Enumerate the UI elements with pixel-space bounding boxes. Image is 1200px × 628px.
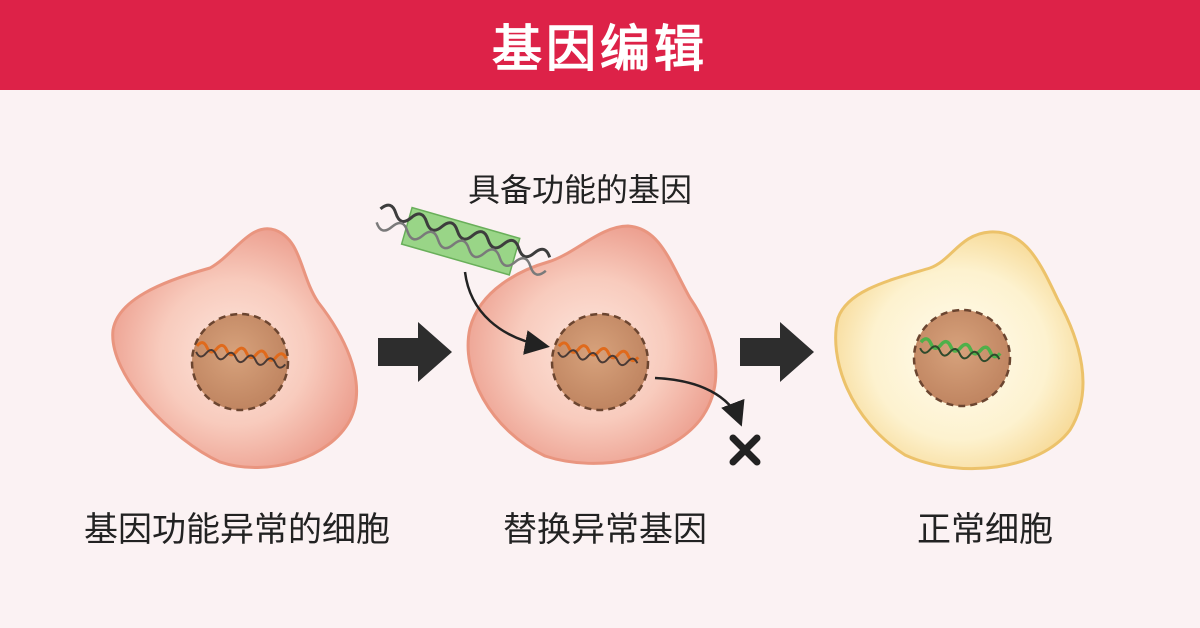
abnormal-cell	[111, 227, 359, 470]
right-arrow-icon	[740, 322, 814, 382]
remove-arrow	[654, 376, 745, 427]
dna-strand	[195, 348, 287, 369]
cross-icon	[729, 434, 761, 466]
dna-strand	[557, 349, 639, 367]
functional-gene-label: 具备功能的基因	[467, 171, 693, 209]
functional-gene	[375, 203, 552, 276]
right-arrow-icon	[378, 322, 452, 382]
replacing-cell	[466, 224, 718, 465]
page-title: 基因编辑	[492, 20, 708, 78]
insert-arrow	[463, 271, 550, 355]
dna-strand	[919, 345, 1001, 363]
abnormal-cell-caption: 基因功能异常的细胞	[84, 510, 390, 550]
normal-cell	[834, 230, 1085, 471]
title-banner: 基因编辑	[0, 0, 1200, 90]
replace-gene-caption: 替换异常基因	[503, 510, 707, 550]
normal-cell-caption: 正常细胞	[917, 510, 1053, 550]
abnormal-gene	[195, 341, 288, 362]
